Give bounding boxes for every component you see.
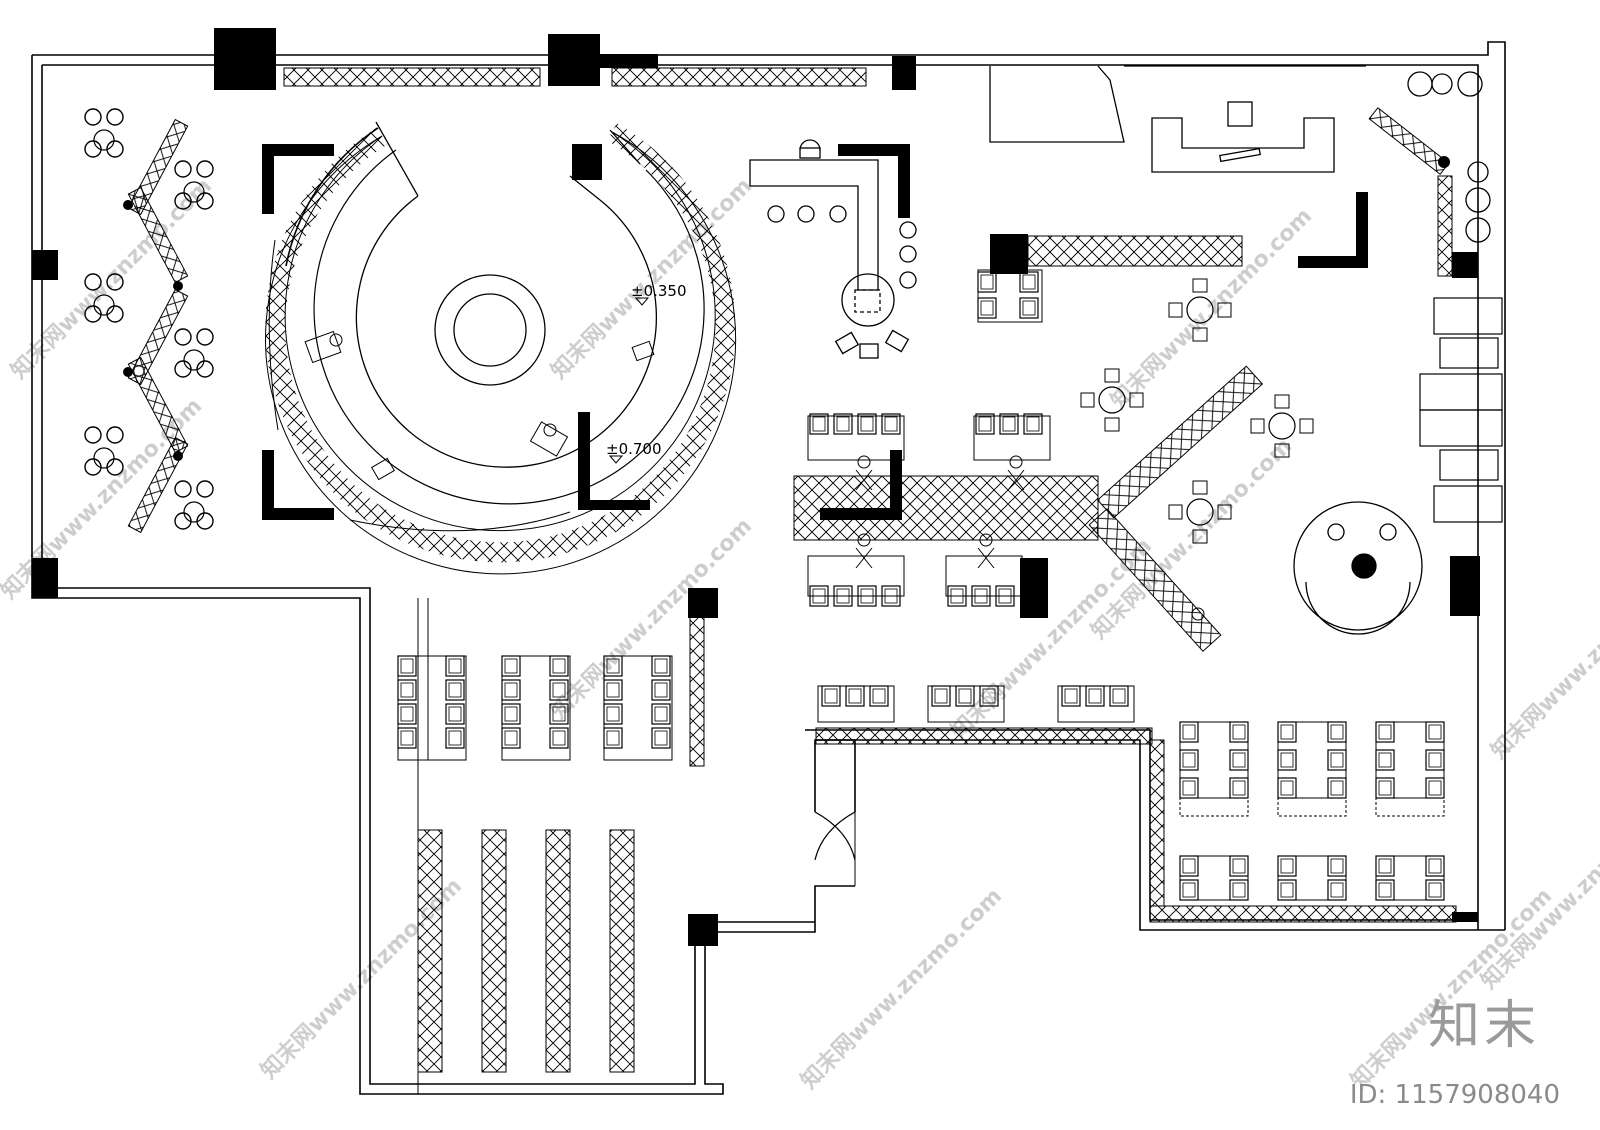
people-figures (329, 333, 1025, 569)
bar-counter (749, 139, 917, 359)
exterior-walls (31, 41, 1506, 1095)
display-truss-bars (417, 829, 635, 1073)
image-id-label: ID: 1157908040 (1349, 1080, 1560, 1110)
lower-right-sofas (817, 685, 1135, 723)
lower-right-booths (1179, 721, 1478, 922)
structural-columns (32, 28, 1480, 946)
round-lounge (1293, 501, 1423, 635)
watermark-text: 知末网www.znzmo.com (1486, 553, 1600, 764)
reception-desk (989, 65, 1491, 243)
level-mark: ±0.700 (606, 440, 662, 458)
workstation-seats (807, 269, 1051, 607)
watermark-text: 知末网www.znzmo.com (1106, 203, 1317, 414)
column-dot (1438, 156, 1450, 168)
y-truss-display (793, 365, 1264, 652)
ceiling-truss-top (283, 67, 1457, 923)
brand-logo-text: 知末 (1427, 996, 1540, 1056)
level-mark: ±0.350 (631, 282, 687, 300)
entrance-door (814, 811, 856, 861)
diagonal-truss (1368, 107, 1450, 175)
stage-level-marks: ±0.350 ±0.700 (606, 282, 687, 464)
lower-left-seating (397, 655, 673, 761)
left-lounge-area (84, 108, 214, 534)
watermark-text: 知末网www.znzmo.com (796, 883, 1007, 1094)
right-booths (1419, 297, 1503, 523)
circular-stage (265, 121, 737, 575)
stage-figures (304, 330, 655, 481)
